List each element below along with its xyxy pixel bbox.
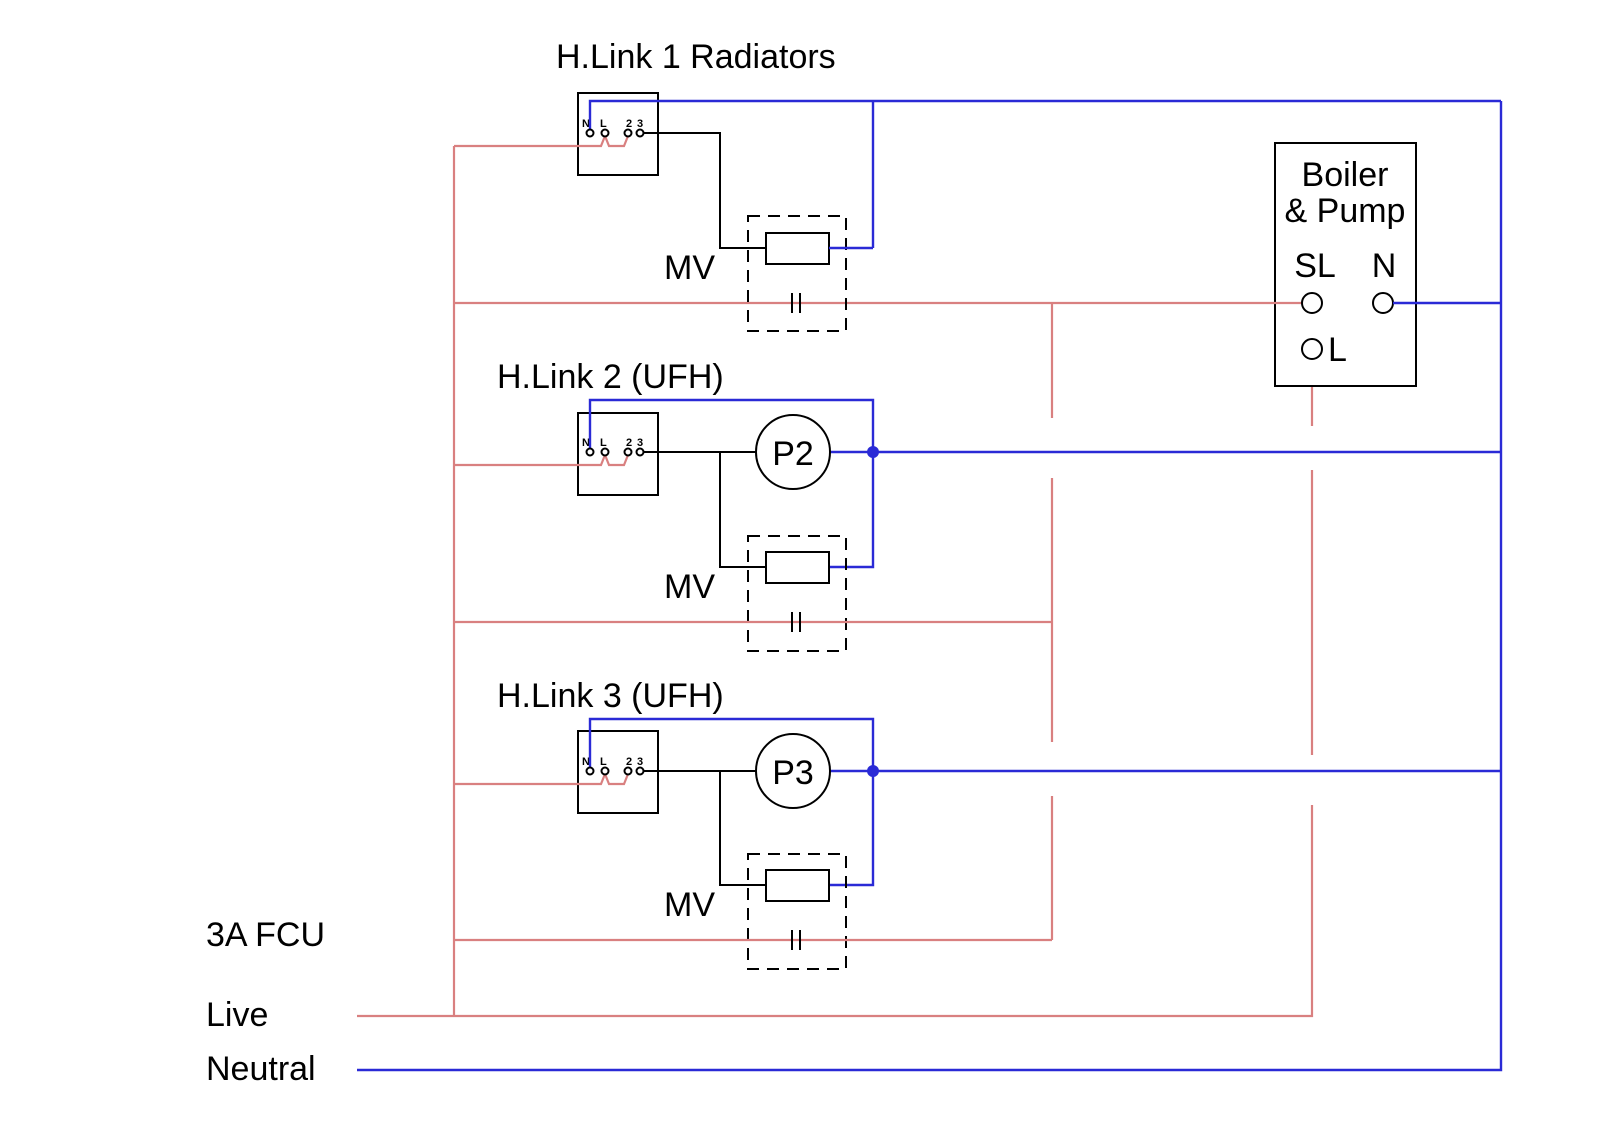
zone-1-switched-wire bbox=[644, 132, 766, 249]
terminal-l bbox=[600, 447, 610, 457]
neutral-supply-wire bbox=[357, 101, 1503, 1072]
boiler-terminal-sl bbox=[1301, 292, 1323, 314]
terminal-3 bbox=[635, 766, 645, 776]
zone-1-neutral bbox=[588, 99, 1501, 129]
terminal-2-label: 2 bbox=[626, 437, 632, 449]
zone-1-live-feed bbox=[454, 133, 630, 148]
zone-2-label: H.Link 2 (UFH) bbox=[497, 358, 724, 396]
terminal-n-label: N bbox=[582, 437, 590, 449]
zone-2-valve-feed bbox=[719, 452, 766, 568]
terminal-3-label: 3 bbox=[637, 118, 643, 130]
terminal-2-label: 2 bbox=[626, 118, 632, 130]
fcu-label: 3A FCU bbox=[206, 916, 325, 954]
zone-3-live-feed bbox=[454, 771, 630, 786]
terminal-l bbox=[600, 128, 610, 138]
zone-2-live-feed bbox=[454, 452, 630, 467]
zone-3-ufh: H.Link 3 (UFH) N L 2 3 P3 MV bbox=[454, 677, 1501, 970]
zone-2-ufh: H.Link 2 (UFH) N L 2 3 P2 MV bbox=[454, 358, 1501, 652]
zone-3-valve-motor bbox=[765, 869, 830, 902]
zone-1-radiators: H.Link 1 Radiators N L 2 3 MV bbox=[454, 38, 1501, 332]
boiler-pump-unit: Boiler & Pump SL N L bbox=[454, 142, 1501, 940]
zone-3-valve-feed bbox=[719, 771, 766, 886]
zone-2-neutral-junction bbox=[867, 446, 879, 458]
terminal-n bbox=[585, 766, 595, 776]
terminal-2-label: 2 bbox=[626, 756, 632, 768]
boiler-terminal-n-label: N bbox=[1372, 247, 1397, 285]
boiler-terminal-l-label: L bbox=[1328, 331, 1347, 369]
terminal-l-label: L bbox=[600, 437, 607, 449]
boiler-terminal-n bbox=[1372, 292, 1394, 314]
live-supply-wire bbox=[357, 805, 1314, 1018]
boiler-box bbox=[1274, 142, 1417, 387]
zone-2-valve-motor bbox=[765, 551, 830, 584]
zone-3-neutral-loop bbox=[588, 717, 875, 887]
terminal-l-label: L bbox=[600, 756, 607, 768]
terminal-3 bbox=[635, 128, 645, 138]
live-label: Live bbox=[206, 996, 268, 1034]
zone-3-valve-label: MV bbox=[664, 886, 715, 924]
neutral-label: Neutral bbox=[206, 1050, 316, 1088]
terminal-2 bbox=[623, 766, 633, 776]
boiler-title-line2: & Pump bbox=[1285, 192, 1406, 230]
boiler-terminal-l bbox=[1301, 338, 1323, 360]
zone-2-valve-housing bbox=[747, 535, 847, 652]
zone-3-pump-label: P3 bbox=[772, 754, 814, 792]
zone-1-valve-housing bbox=[747, 215, 847, 332]
terminal-l bbox=[600, 766, 610, 776]
zone-3-label: H.Link 3 (UFH) bbox=[497, 677, 724, 715]
zone-2-neutral-loop bbox=[588, 398, 875, 569]
zone-2-pump bbox=[755, 414, 831, 490]
zone-3-neutral-junction bbox=[867, 765, 879, 777]
terminal-2 bbox=[623, 128, 633, 138]
zone-1-valve-label: MV bbox=[664, 249, 715, 287]
terminal-n-label: N bbox=[582, 118, 590, 130]
zone-3-valve-housing bbox=[747, 853, 847, 970]
terminal-2 bbox=[623, 447, 633, 457]
zone-2-valve-label: MV bbox=[664, 568, 715, 606]
zone-2-pump-label: P2 bbox=[772, 435, 814, 473]
terminal-3-label: 3 bbox=[637, 437, 643, 449]
terminal-3 bbox=[635, 447, 645, 457]
terminal-n-label: N bbox=[582, 756, 590, 768]
boiler-terminal-sl-label: SL bbox=[1294, 247, 1336, 285]
zone-3-pump bbox=[755, 733, 831, 809]
zone-1-label: H.Link 1 Radiators bbox=[556, 38, 836, 76]
terminal-n bbox=[585, 128, 595, 138]
terminal-3-label: 3 bbox=[637, 756, 643, 768]
terminal-n bbox=[585, 447, 595, 457]
supply: 3A FCU Live Neutral bbox=[206, 101, 1503, 1088]
terminal-l-label: L bbox=[600, 118, 607, 130]
boiler-title-line1: Boiler bbox=[1302, 156, 1389, 194]
zone-1-valve-motor bbox=[765, 232, 830, 265]
